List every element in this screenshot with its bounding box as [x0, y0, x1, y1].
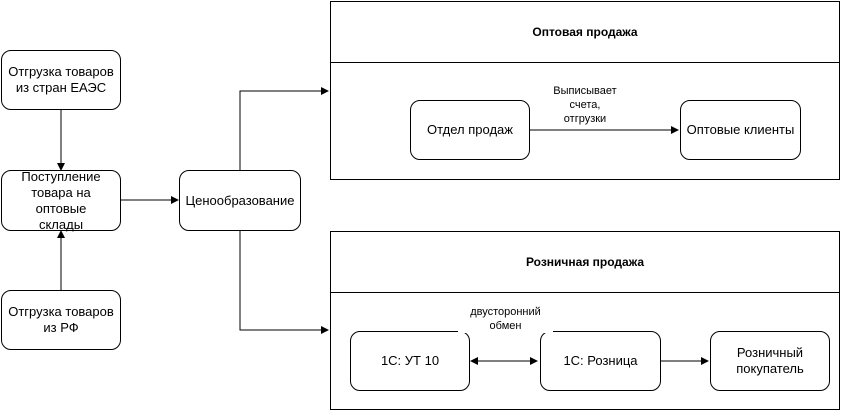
node-wholesale-clients[interactable]: Оптовые клиенты	[680, 100, 801, 160]
edge-label-two-way-exchange: двусторонний обмен	[458, 305, 553, 333]
edge-pricing-to-retail	[239, 230, 329, 334]
node-pricing[interactable]: Ценообразование	[179, 170, 301, 231]
edge-label-issues-invoices: Выписывает счета, отгрузки	[545, 84, 625, 126]
edge-pricing-to-wholesale	[239, 87, 329, 170]
wholesale-title: Оптовая продажа	[331, 2, 839, 63]
node-sales-dept[interactable]: Отдел продаж	[410, 100, 530, 160]
node-rf-shipment[interactable]: Отгрузка товаров из РФ	[1, 290, 121, 350]
node-retail-buyer[interactable]: Розничный покупатель	[710, 331, 830, 391]
node-eaes-shipment[interactable]: Отгрузка товаров из стран ЕАЭС	[1, 50, 121, 110]
node-ut10[interactable]: 1С: УТ 10	[350, 331, 470, 391]
node-warehouse-arrival[interactable]: Поступление товара на оптовые склады	[1, 169, 121, 232]
retail-title: Розничная продажа	[331, 232, 839, 293]
node-retail-1c[interactable]: 1С: Розница	[540, 331, 661, 391]
